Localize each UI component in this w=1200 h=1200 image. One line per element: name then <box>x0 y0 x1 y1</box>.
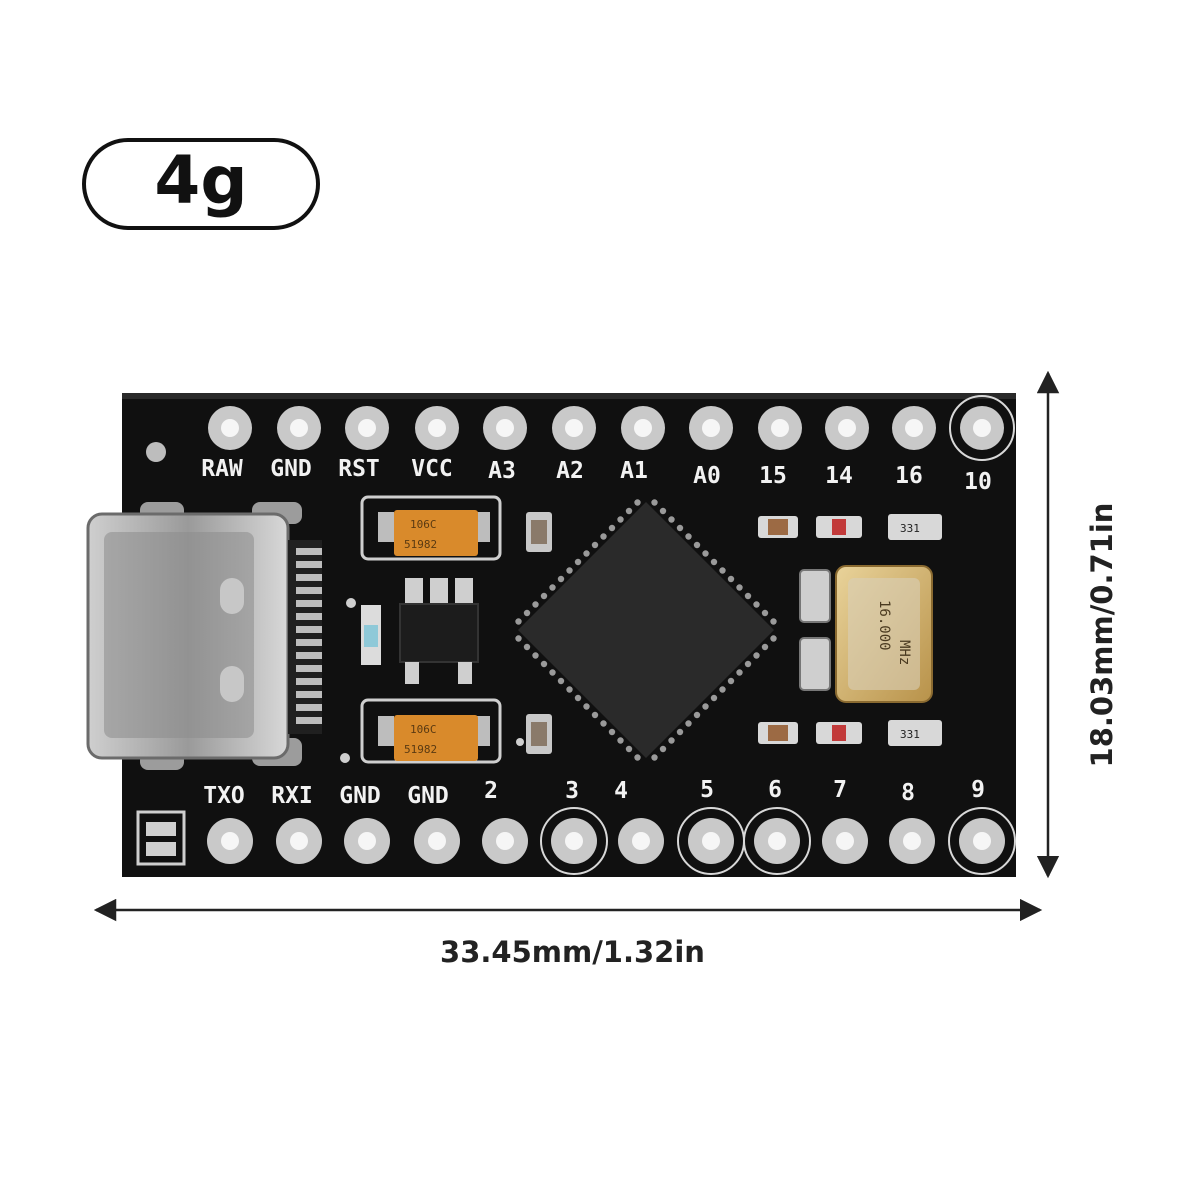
solder-jumper <box>136 810 186 866</box>
bottom-pin-label: 5 <box>700 777 714 803</box>
resistor-array-top <box>888 514 942 540</box>
top-pin-label: 10 <box>964 469 992 495</box>
weight-badge: 4g <box>82 138 320 230</box>
bottom-pin-row <box>207 807 1016 875</box>
microcontroller-chip <box>515 499 777 761</box>
tantalum-capacitor-top: 106C 51982 <box>360 495 502 561</box>
bottom-pin-label: GND <box>407 783 449 809</box>
crystal-cap-2 <box>799 637 831 691</box>
crystal-unit: MHz <box>896 640 912 665</box>
power-led <box>361 605 381 665</box>
top-pin-label: GND <box>270 456 312 482</box>
bottom-pin-label: TXO <box>203 783 245 809</box>
voltage-regulator <box>399 578 479 684</box>
width-dimension-label: 33.45mm/1.32in <box>440 935 705 969</box>
bottom-pin-label: 8 <box>901 780 915 806</box>
top-pin-label: 16 <box>895 463 923 489</box>
top-pin-label: VCC <box>411 456 453 482</box>
bottom-pin-label: RXI <box>271 783 313 809</box>
top-pin-label: A2 <box>556 458 584 484</box>
top-pin-label: 15 <box>759 463 787 489</box>
top-pin-label: A3 <box>488 458 516 484</box>
mounting-dot <box>146 442 166 462</box>
resistor-array-bottom <box>888 720 942 746</box>
bottom-pin-label: 7 <box>833 777 847 803</box>
bottom-pin-label: 3 <box>565 778 579 804</box>
top-pin-label: RST <box>338 456 380 482</box>
usb-c-connector <box>86 502 322 770</box>
bottom-pin-label: 9 <box>971 777 985 803</box>
height-dimension-label: 18.03mm/0.71in <box>1085 502 1119 768</box>
resistor-code-top: 331 <box>900 522 920 535</box>
bottom-pin-label: 4 <box>614 778 628 804</box>
cap-bottom-code1: 106C <box>410 723 437 736</box>
top-pin-label: A0 <box>693 463 721 489</box>
top-pin-label: A1 <box>620 458 648 484</box>
top-pin-labels: RAW GND RST VCC A3 A2 A1 A0 15 14 16 10 <box>201 456 992 495</box>
cap-top-code2: 51982 <box>404 538 437 551</box>
crystal-oscillator: 16.000 MHz <box>835 565 933 703</box>
bottom-pin-labels: TXO RXI GND GND 2 3 4 5 6 7 8 9 <box>203 777 985 809</box>
top-pin-row <box>208 395 1015 461</box>
resistor-code-bottom: 331 <box>900 728 920 741</box>
bottom-pin-label: 6 <box>768 777 782 803</box>
cap-top-code1: 106C <box>410 518 437 531</box>
top-pin-label: RAW <box>201 456 243 482</box>
bottom-pin-label: 2 <box>484 778 498 804</box>
cap-bottom-code2: 51982 <box>404 743 437 756</box>
crystal-frequency: 16.000 <box>876 600 892 651</box>
crystal-cap-1 <box>799 569 831 623</box>
top-pin-label: 14 <box>825 463 853 489</box>
tantalum-capacitor-bottom: 106C 51982 <box>360 698 502 764</box>
weight-label: 4g <box>154 142 248 219</box>
bottom-pin-label: GND <box>339 783 381 809</box>
